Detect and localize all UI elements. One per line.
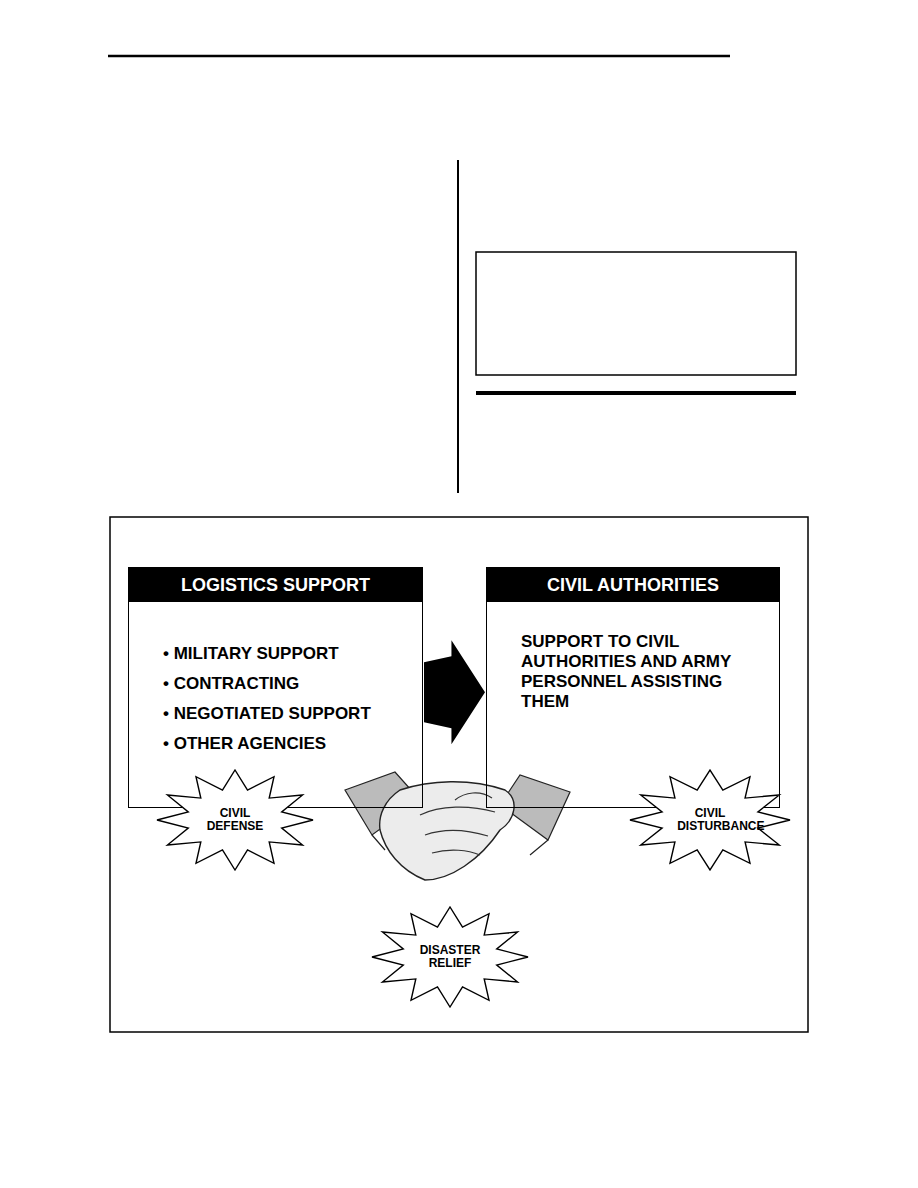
logistics-box: LOGISTICS SUPPORT • MILITARY SUPPORT • CON…	[128, 567, 423, 808]
bullet-item: • CONTRACTING	[163, 674, 422, 694]
box-heading: CIVIL AUTHORITIES	[487, 568, 779, 602]
handshake-illustration	[345, 772, 570, 880]
starburst-callout: CIVIL DISTURBANCE	[628, 768, 792, 872]
starburst-callout: CIVIL DEFENSE	[155, 768, 315, 872]
callout-text: DISASTER RELIEF	[418, 944, 482, 970]
thick-rule	[476, 391, 796, 395]
bullet-item: • MILITARY SUPPORT	[163, 644, 422, 664]
bullet-item: • OTHER AGENCIES	[163, 734, 422, 754]
top-rule	[108, 55, 730, 58]
authorities-box: CIVIL AUTHORITIES SUPPORT TO CIVIL AUTHOR…	[486, 567, 780, 808]
callout-text: CIVIL DEFENSE	[203, 807, 267, 833]
bullet-item: • NEGOTIATED SUPPORT	[163, 704, 422, 724]
empty-box	[476, 252, 796, 375]
box-heading: LOGISTICS SUPPORT	[129, 568, 422, 602]
starburst-callout: DISASTER RELIEF	[370, 905, 530, 1009]
figure-frame	[110, 517, 808, 1032]
column-divider	[457, 160, 459, 493]
box-body: SUPPORT TO CIVIL AUTHORITIES AND ARMY PE…	[521, 632, 759, 712]
callout-text: CIVIL DISTURBANCE	[677, 807, 743, 833]
block-arrow	[424, 640, 485, 744]
